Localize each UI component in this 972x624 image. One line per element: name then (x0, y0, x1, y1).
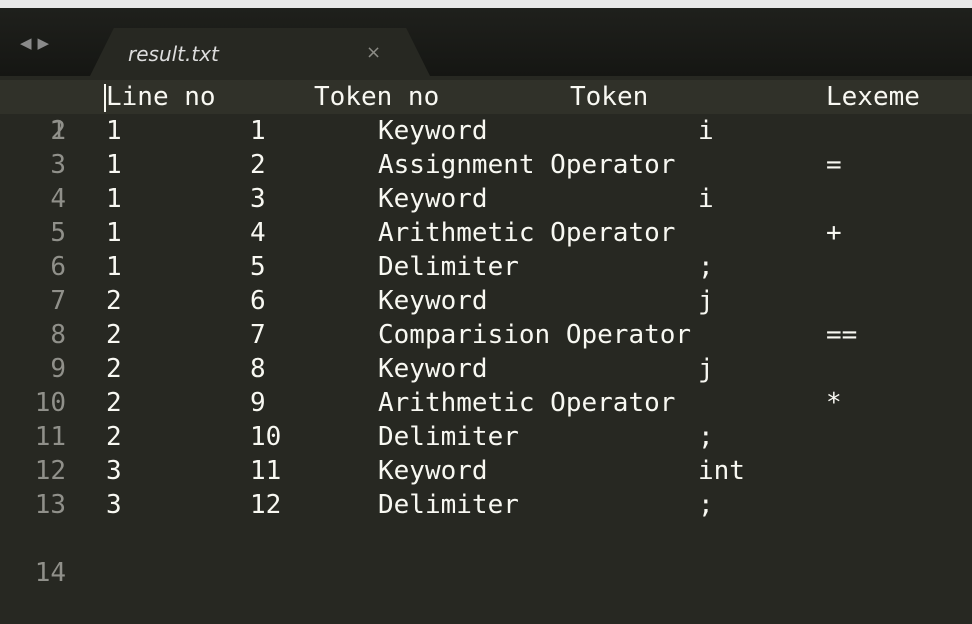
cell-lexeme: ; (698, 252, 714, 282)
cell-lexeme: ; (698, 422, 714, 452)
table-row: 10 2 9 Arithmetic Operator * (0, 386, 972, 420)
cell-line-no: 1 (106, 150, 122, 180)
cell-token: Comparision Operator (378, 320, 692, 350)
header-token: Token (570, 82, 649, 112)
cell-token-no: 9 (250, 388, 266, 418)
cell-lexeme: i (698, 116, 714, 146)
cell-token: Delimiter (378, 422, 519, 452)
line-number: 1 (50, 116, 66, 146)
cell-token: Delimiter (378, 252, 519, 282)
header-line-no: Line no (106, 82, 216, 112)
line-number: 11 (34, 422, 66, 452)
line-number: 12 (34, 456, 66, 486)
table-row: 6 1 5 Delimiter; (0, 250, 972, 284)
header-token-no: Token no (314, 82, 440, 112)
table-row: 4 1 3 Keyword i (0, 182, 972, 216)
tab-bar: ◀▶ result.txt × (0, 8, 972, 84)
cell-lexeme: * (826, 388, 842, 418)
table-row: 9 2 8 Keyword j (0, 352, 972, 386)
line-number: 9 (50, 354, 66, 384)
cell-token-no: 8 (250, 354, 266, 384)
cell-lexeme: i (698, 184, 714, 214)
cell-line-no: 3 (106, 456, 122, 486)
table-row: 13 3 12 Delimiter; (0, 488, 972, 522)
cell-token: Assignment Operator (378, 150, 676, 180)
tab-result-txt[interactable] (86, 28, 434, 84)
cell-line-no: 2 (106, 286, 122, 316)
tab-title: result.txt (128, 42, 219, 66)
cell-token: Keyword (378, 354, 488, 384)
line-number: 4 (50, 184, 66, 214)
line-number: 10 (34, 388, 66, 418)
cell-token-no: 4 (250, 218, 266, 248)
cell-token: Delimiter (378, 490, 519, 520)
cell-token-no: 6 (250, 286, 266, 316)
cell-token: Arithmetic Operator (378, 388, 676, 418)
cell-line-no: 2 (106, 320, 122, 350)
cell-token: Arithmetic Operator (378, 218, 676, 248)
cell-lexeme: j (698, 286, 714, 316)
line-number: 5 (50, 218, 66, 248)
cell-line-no: 2 (106, 422, 122, 452)
forward-arrow-icon[interactable]: ▶ (37, 34, 56, 52)
line-number: 2 (50, 116, 66, 146)
cell-token: Keyword (378, 456, 488, 486)
table-row: 8 2 7 Comparision Operator == (0, 318, 972, 352)
cell-line-no: 1 (106, 184, 122, 214)
table-row: 11 2 10 Delimiter; (0, 420, 972, 454)
cell-token: Keyword (378, 116, 488, 146)
cell-token-no: 7 (250, 320, 266, 350)
line-number: 8 (50, 320, 66, 350)
cell-token-no: 2 (250, 150, 266, 180)
cell-line-no: 2 (106, 354, 122, 384)
cell-lexeme: j (698, 354, 714, 384)
cell-token-no: 10 (250, 422, 282, 452)
table-row: 7 2 6 Keyword j (0, 284, 972, 318)
window-top-strip (0, 0, 972, 8)
editor-line-empty: 14 (0, 522, 972, 588)
cell-lexeme: = (826, 150, 842, 180)
line-number: 3 (50, 150, 66, 180)
text-caret (104, 84, 106, 112)
header-lexeme: Lexeme (826, 82, 920, 112)
table-row: 5 1 4 Arithmetic Operator + (0, 216, 972, 250)
cell-token-no: 1 (250, 116, 266, 146)
cell-line-no: 2 (106, 388, 122, 418)
cell-token: Keyword (378, 286, 488, 316)
cell-lexeme: + (826, 218, 842, 248)
editor-line-header: 1 Line no Token no Token Lexeme (0, 80, 972, 146)
cell-line-no: 3 (106, 490, 122, 520)
cell-line-no: 1 (106, 116, 122, 146)
cell-token-no: 12 (250, 490, 282, 520)
tab-nav-arrows: ◀▶ (20, 34, 55, 52)
close-tab-icon[interactable]: × (366, 42, 382, 63)
cell-token-no: 11 (250, 456, 282, 486)
cell-lexeme: == (826, 320, 858, 350)
back-arrow-icon[interactable]: ◀ (20, 34, 38, 52)
cell-token-no: 3 (250, 184, 266, 214)
cell-lexeme: int (698, 456, 745, 486)
line-number: 13 (34, 490, 66, 520)
line-number: 14 (34, 558, 66, 588)
cell-lexeme: ; (698, 490, 714, 520)
line-number: 6 (50, 252, 66, 282)
cell-line-no: 1 (106, 252, 122, 282)
table-row: 3 1 2 Assignment Operator = (0, 148, 972, 182)
cell-token-no: 5 (250, 252, 266, 282)
cell-token: Keyword (378, 184, 488, 214)
cell-line-no: 1 (106, 218, 122, 248)
table-row: 12 3 11 Keyword int (0, 454, 972, 488)
line-number: 7 (50, 286, 66, 316)
